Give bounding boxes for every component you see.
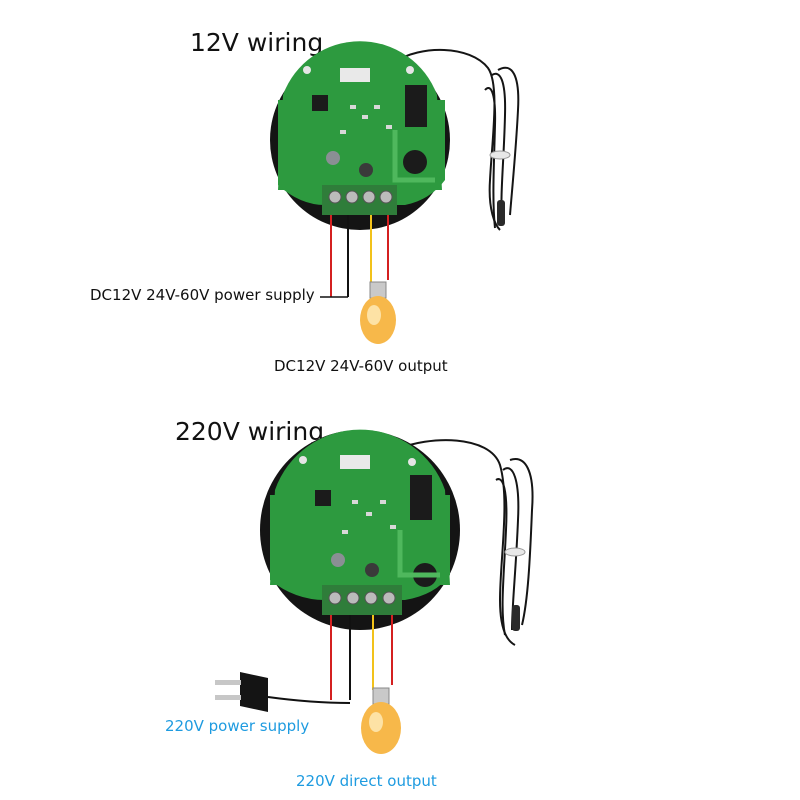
wiring-diagram-12v [270,41,520,344]
wiring-section-12v: 12V wiring [90,28,520,375]
wiring-section-220v: 220V wiring [0,400,800,800]
controller-board-icon [260,429,460,630]
wires [267,615,393,704]
output-label: 220V direct output [296,772,437,790]
output-label: DC12V 24V-60V output [274,357,448,375]
temperature-probe-icon [394,439,534,646]
power-supply-label: 220V power supply [165,717,310,735]
terminal-block [322,185,397,215]
light-bulb-icon [361,687,401,754]
light-bulb-icon [360,281,396,344]
power-supply-label: DC12V 24V-60V power supply [90,286,315,304]
wires [320,215,389,298]
temperature-probe-icon [394,48,520,231]
power-plug-icon [215,672,268,712]
section-title: 220V wiring [175,417,325,446]
controller-board-icon [270,41,450,230]
section-title: 12V wiring [190,28,324,57]
terminal-block [322,585,402,615]
wiring-diagram-220v [215,429,534,754]
